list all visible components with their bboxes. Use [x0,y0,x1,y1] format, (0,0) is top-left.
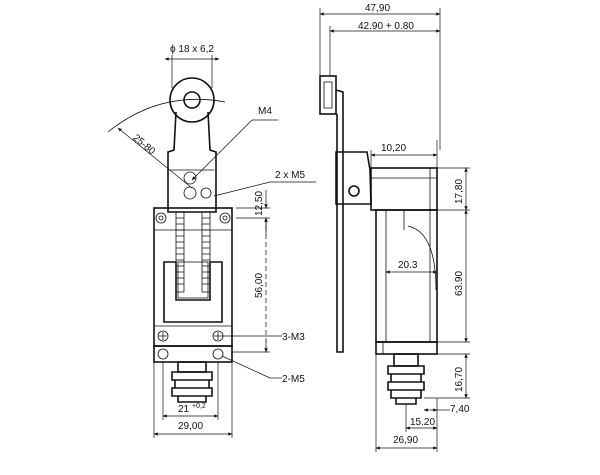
m5-mount-label: 2-M5 [282,374,305,385]
head-box [370,167,438,211]
spring-assembly [175,211,211,293]
dim-63-90: 63.90 [454,271,465,296]
dim-42-90: 42.90 + 0.80 [358,21,414,32]
roller-hub [183,91,201,109]
dim-7-40: 7,40 [450,404,470,415]
m4-label: M4 [258,106,272,117]
cable-gland [171,361,213,403]
mount-screw-bottom-left [157,330,169,342]
m4-screw-lower [183,186,197,200]
m4-screw-upper [183,171,197,185]
lever-arm-side [335,89,344,353]
dim-26-90: 26,90 [393,435,418,446]
base-hole-left [157,348,169,360]
dim-16-70: 16,70 [454,367,465,392]
dim-10-20: 10,20 [381,143,406,154]
roller-side [319,75,337,115]
dim-56-00: 56,00 [254,273,265,298]
head-pivot [348,185,360,197]
dim-21: 21 [178,404,190,415]
mount-hole-top-right [219,212,231,224]
switch-base [153,345,233,363]
side-view: 47,90 42.90 + 0.80 [319,3,470,452]
switch-body [153,207,233,347]
dim-20-3: 20.3 [398,260,418,271]
m5-screw-label: 2 x M5 [275,170,305,181]
lever-arm [167,111,217,213]
dim-17-80: 17,80 [454,179,465,204]
arm-angle-label: 25-80 [130,132,157,157]
dim-21-tolerance: +0,2 [192,403,206,410]
side-screw [200,187,212,199]
roller-diameter-label: ϕ 18 x 6,2 [170,44,214,55]
roller-diameter-dimension: ϕ 18 x 6,2 [164,44,220,88]
dim-15-20: 15.20 [410,417,435,428]
cable-gland-side [387,353,425,405]
mount-hole-top-left [155,212,167,224]
dim-29-00: 29,00 [178,421,203,432]
dim-12-50: 12,50 [254,191,265,216]
m3-label: 3-M3 [282,332,305,343]
dim-47-90: 47,90 [365,3,390,14]
arm-swing-arc [107,98,226,133]
base-side [375,341,438,355]
roller-outer [169,77,215,123]
body-side [375,209,438,343]
internal-curve [407,225,437,291]
front-view: ϕ 18 x 6,2 25-80 M4 2 x M5 [107,44,316,438]
base-hole-right [212,348,224,360]
body-window [163,261,223,323]
